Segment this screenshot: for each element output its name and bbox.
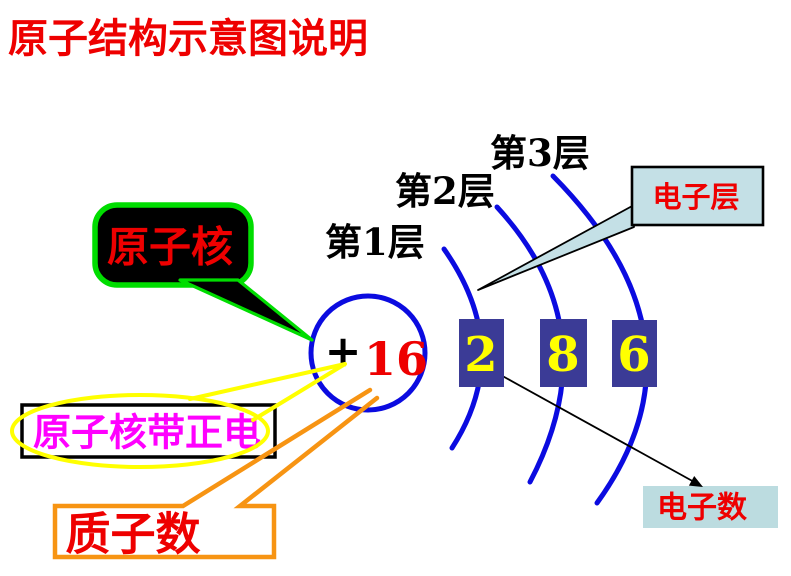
- slide-title: 原子结构示意图说明: [8, 15, 368, 62]
- shell-label-2: 第2层: [395, 169, 495, 213]
- electron-shell-callout: 电子层: [477, 165, 765, 291]
- electron-count-box: [643, 486, 778, 528]
- proton-count-callout: 质子数: [52, 387, 380, 561]
- electron-count-arrow-line: [496, 372, 697, 484]
- proton-count-box-fill: [55, 506, 274, 557]
- electron-count-boxes: 2 8 6: [459, 319, 657, 387]
- nucleus-callout: 原子核: [92, 202, 314, 342]
- nucleus-callout-tail: [178, 278, 314, 342]
- electron-shell-callout-box: [630, 165, 765, 227]
- yellow-highlight-ellipse: [10, 393, 270, 469]
- electron-count-arrow: [496, 372, 703, 487]
- electron-count-label: 电子数: [657, 491, 748, 526]
- electron-count-value-shell2: 8: [546, 327, 579, 383]
- shell-label-3: 第3层: [490, 131, 590, 175]
- nucleus-callout-label: 原子核: [107, 223, 233, 272]
- atom-circle: [308, 293, 428, 413]
- atom-nucleus: + 16: [308, 293, 428, 413]
- nucleus-callout-bubble: [92, 202, 254, 288]
- yellow-pointer-lines: [188, 362, 347, 422]
- electron-count-value-shell3: 6: [617, 327, 650, 383]
- electron-count-box-shell1: [459, 319, 504, 387]
- electron-count-callout: 电子数: [643, 486, 778, 528]
- electron-count-box-shell2: [540, 319, 587, 387]
- nucleus-charge-box: [20, 403, 277, 459]
- electron-count-value-shell1: 2: [464, 327, 497, 383]
- nucleus-plus-sign: +: [325, 327, 362, 378]
- electron-shell-callout-label: 电子层: [652, 180, 739, 214]
- nucleus-charge-label: 原子核带正电: [33, 410, 261, 455]
- electron-count-arrow-head: [688, 476, 703, 487]
- nucleus-charge-note: 原子核带正电: [10, 362, 347, 469]
- shell-label-1: 第1层: [325, 220, 425, 264]
- electron-count-box-shell3: [612, 320, 657, 387]
- proton-count-label: 质子数: [65, 508, 200, 561]
- proton-count-callout-outline: [52, 387, 380, 560]
- proton-count-value: 16: [364, 332, 428, 386]
